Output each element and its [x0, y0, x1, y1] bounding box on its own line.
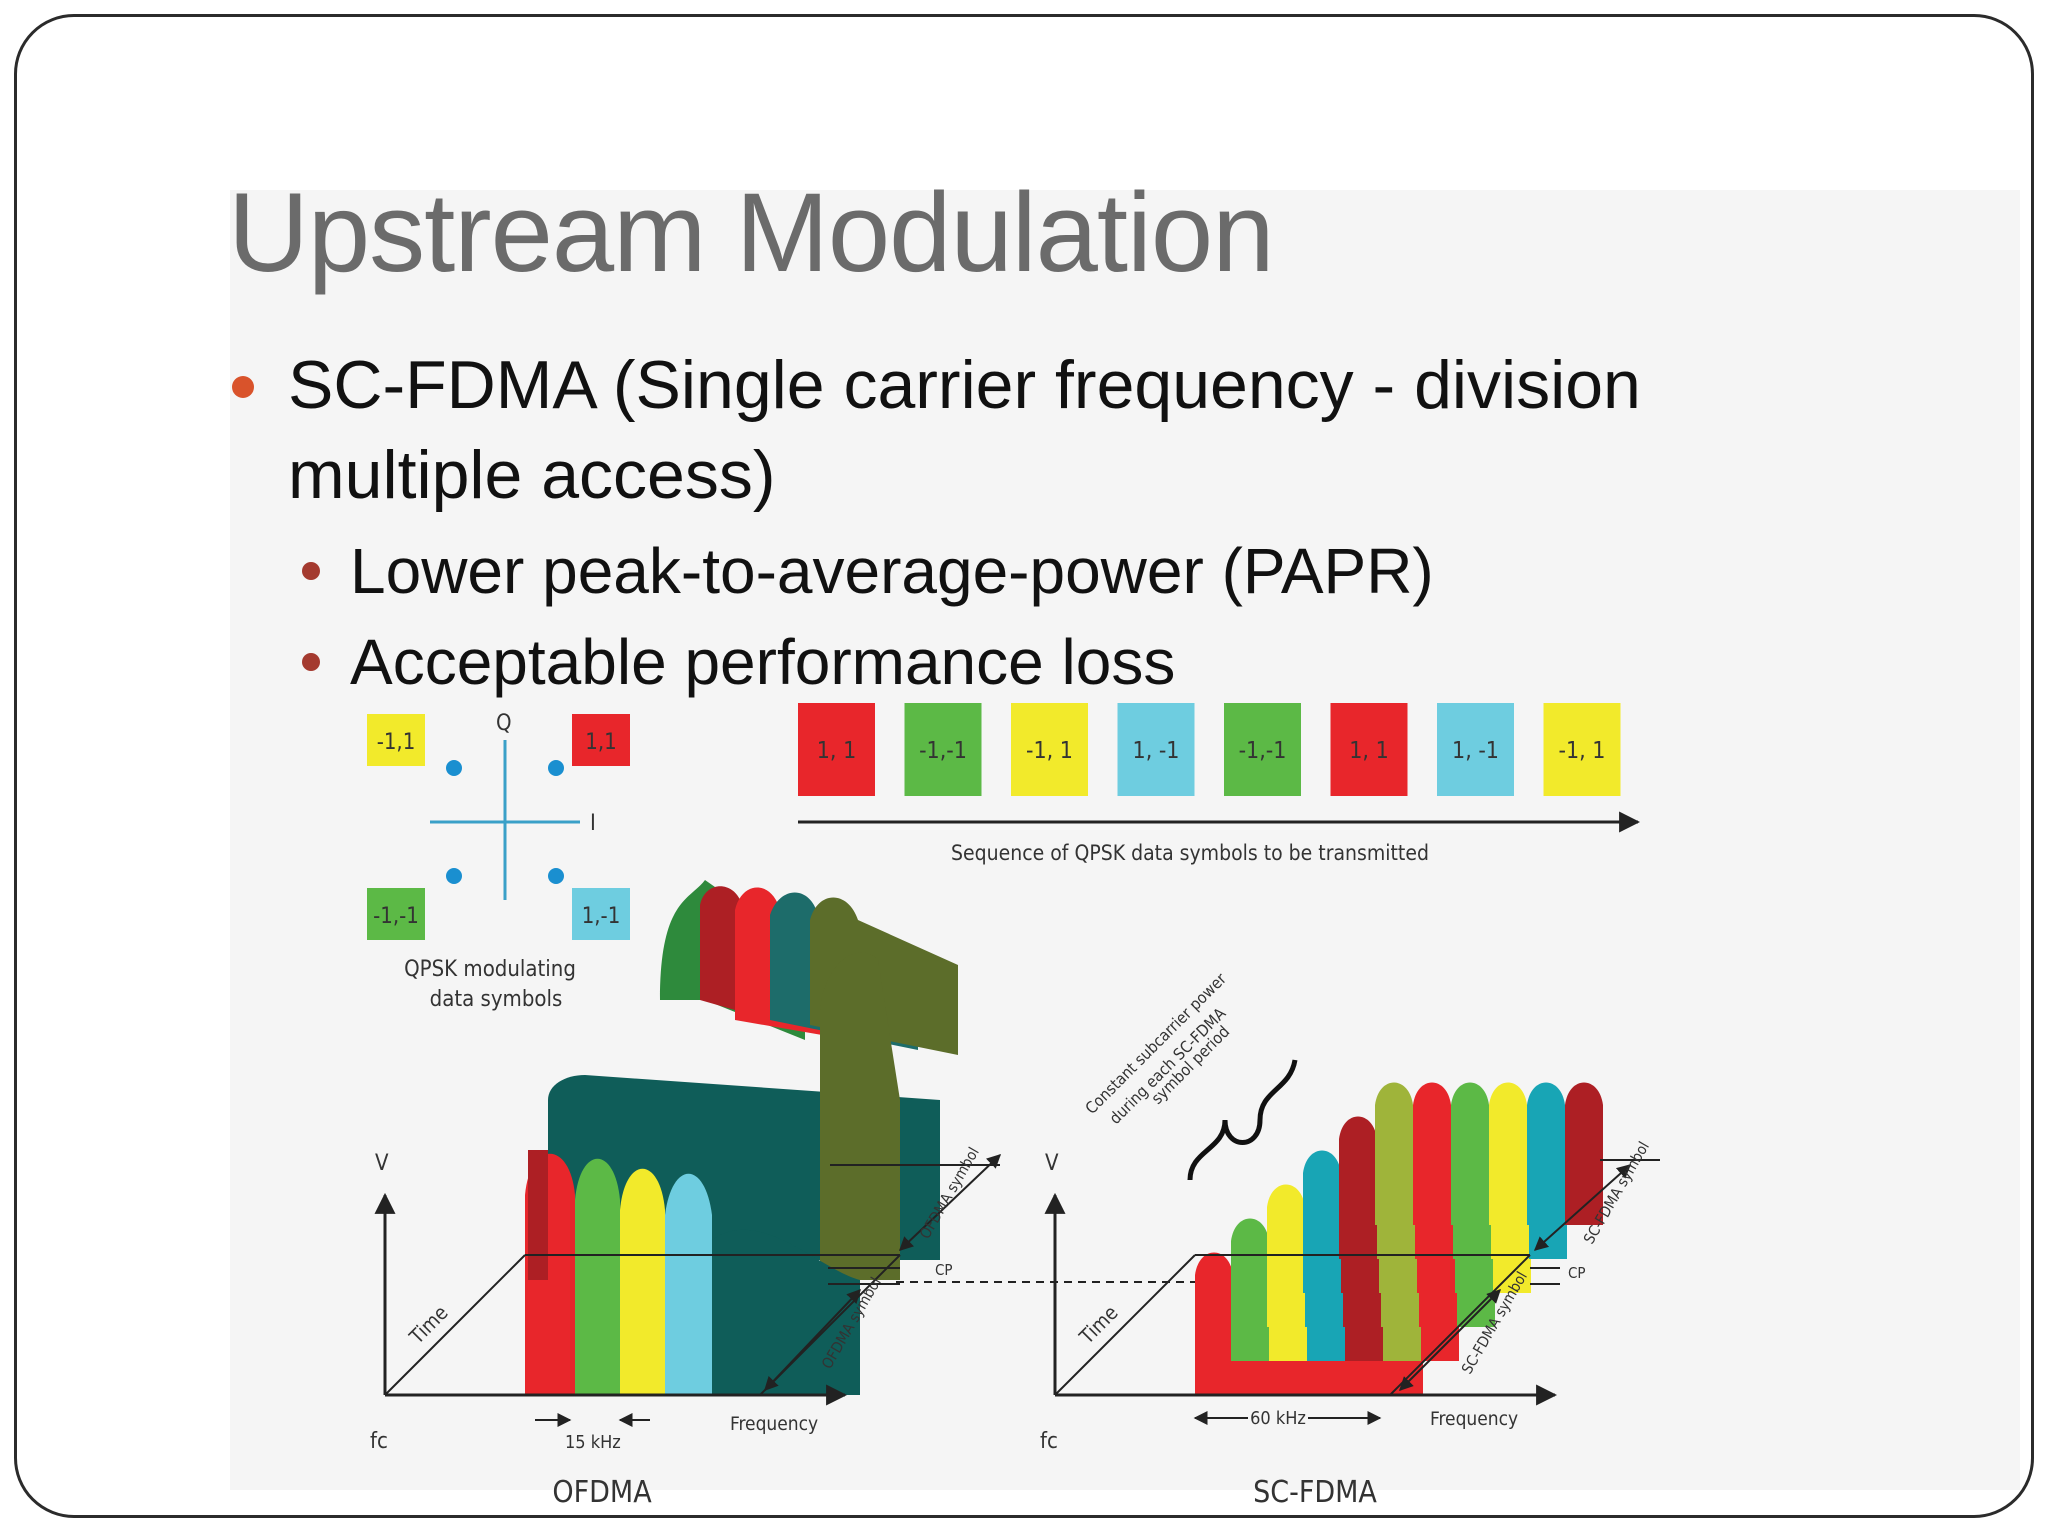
scfdma-time-axis	[1054, 1254, 1196, 1396]
scfdma-bandwidth-label: 60 kHz	[1250, 1408, 1306, 1429]
sequence-symbol-box	[1224, 703, 1301, 796]
bullet-sc-fdma: SC-FDMA (Single carrier frequency - divi…	[288, 347, 1641, 513]
symbol-box	[367, 888, 425, 940]
constellation-point	[446, 760, 462, 776]
sequence-symbol-label: 1, 1	[1349, 738, 1388, 764]
scfdma-subcarrier	[1565, 1082, 1603, 1225]
sequence-symbol-box	[1543, 703, 1621, 796]
scfdma-time-label: Time	[1074, 1300, 1123, 1349]
q-axis-label: Q	[496, 711, 512, 736]
sequence-symbol-box	[1330, 703, 1408, 796]
constellation-caption-line2: data symbols	[430, 987, 563, 1012]
constellation-caption-line1: QPSK modulating	[404, 957, 576, 982]
sub-bullet-performance: Acceptable performance loss	[350, 626, 1176, 698]
ofdma-frequency-label: Frequency	[730, 1413, 818, 1435]
sub-bullet-dot	[302, 653, 320, 671]
scfdma-subcarrier	[1375, 1082, 1413, 1225]
scfdma-frequency-label: Frequency	[1430, 1408, 1518, 1430]
sequence-symbol-label: -1,-1	[919, 738, 967, 764]
constellation-point	[548, 868, 564, 884]
sequence-caption: Sequence of QPSK data symbols to be tran…	[951, 841, 1429, 865]
constellation-point	[548, 760, 564, 776]
ofdma-plot: V Time fc Frequency 15 kHz OFDMA symbol …	[370, 880, 1200, 1510]
scfdma-subcarrier	[1231, 1218, 1269, 1361]
ofdma-v-label: V	[375, 1151, 389, 1176]
ofdma-time-label: Time	[404, 1300, 453, 1349]
sequence-symbol-label: -1, 1	[1559, 738, 1606, 764]
scfdma-subcarrier	[1451, 1082, 1489, 1225]
symbol-label: -1,1	[377, 730, 416, 755]
slide-title: Upstream Modulation	[228, 170, 1274, 295]
scfdma-subcarrier	[1489, 1082, 1527, 1225]
scfdma-subcarrier	[1339, 1116, 1377, 1259]
symbol-label: -1,-1	[373, 904, 419, 929]
ofdma-subcarrier	[620, 1168, 665, 1395]
ofdma-subcarrier	[575, 1158, 620, 1395]
scfdma-plot: V Time fc Frequency 60 kHz Constant subc…	[1040, 969, 1660, 1510]
scfdma-v-label: V	[1045, 1151, 1059, 1176]
ofdma-time-axis	[384, 1254, 526, 1396]
sequence-symbol-box	[1117, 703, 1195, 796]
scfdma-fc-label: fc	[1040, 1429, 1058, 1454]
ofdma-fc-label: fc	[370, 1429, 388, 1454]
sequence-symbol-label: -1, 1	[1026, 738, 1073, 764]
scfdma-cp-label: CP	[1568, 1264, 1586, 1282]
sequence-symbol-label: 1, -1	[1452, 738, 1499, 764]
scfdma-subcarrier	[1413, 1082, 1451, 1225]
ofdma-cp-label: CP	[935, 1261, 953, 1279]
sequence-symbol-box	[1011, 703, 1088, 796]
scfdma-subcarrier	[1303, 1150, 1341, 1293]
sequence-symbol-box	[1437, 703, 1514, 796]
symbol-box	[367, 714, 425, 766]
sub-bullet-papr: Lower peak-to-average-power (PAPR)	[350, 535, 1434, 607]
sequence-symbol-label: 1, 1	[817, 738, 856, 764]
symbol-sequence: Sequence of QPSK data symbols to be tran…	[798, 703, 1641, 865]
symbol-label: 1,1	[585, 730, 616, 755]
symbol-label: 1,-1	[582, 904, 621, 929]
bullet-dot	[232, 376, 254, 398]
sequence-symbol-label: 1, -1	[1133, 738, 1180, 764]
ofdma-caption: OFDMA	[552, 1475, 652, 1510]
symbol-box	[572, 888, 630, 940]
sequence-symbol-box	[798, 703, 875, 796]
i-axis-label: I	[590, 811, 596, 836]
sub-bullet-dot	[302, 562, 320, 580]
scfdma-caption: SC-FDMA	[1253, 1475, 1377, 1510]
scfdma-subcarrier	[1527, 1082, 1565, 1225]
constellation-point	[446, 868, 462, 884]
sequence-symbol-label: -1,-1	[1239, 738, 1287, 764]
ofdma-subcarrier	[665, 1173, 712, 1395]
symbol-box	[572, 714, 630, 766]
sequence-symbol-box	[904, 703, 982, 796]
qpsk-constellation: Q I -1,1 1,1 -1,-1 1,-1 QPSK modulating …	[367, 711, 630, 1012]
ofdma-spacing-label: 15 kHz	[565, 1432, 621, 1453]
scfdma-subcarrier	[1195, 1252, 1233, 1395]
